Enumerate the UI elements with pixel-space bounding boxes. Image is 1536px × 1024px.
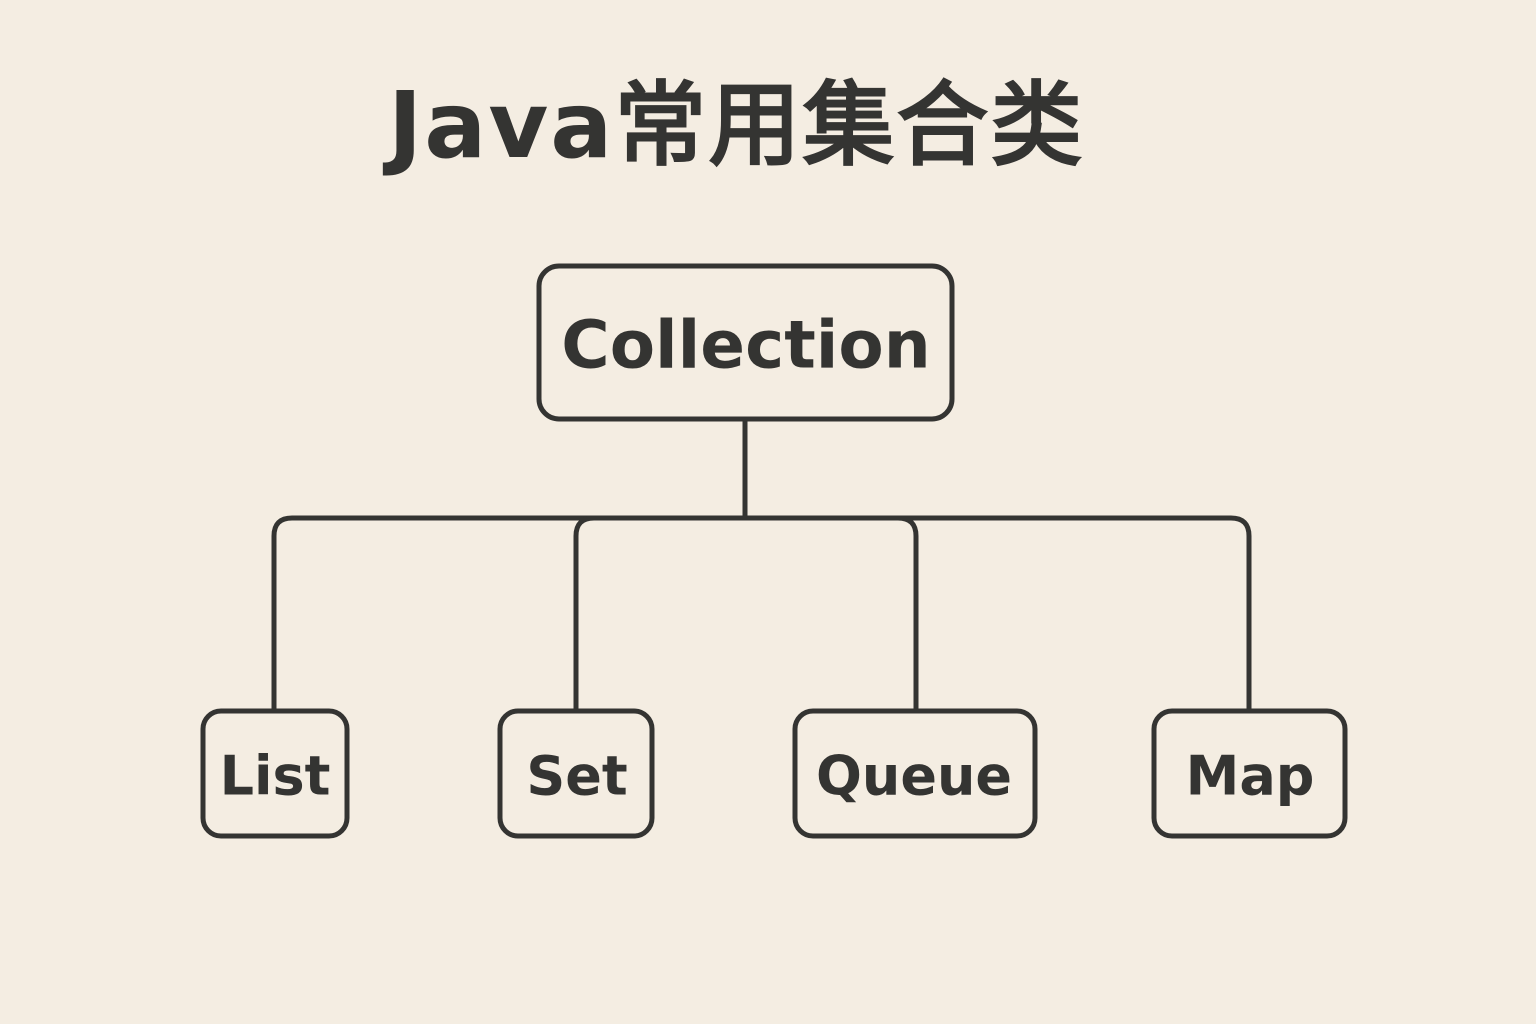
node-set: Set <box>497 708 655 839</box>
node-set-label: Set <box>526 745 627 808</box>
node-collection: Collection <box>536 263 955 422</box>
edge-map <box>742 515 1252 713</box>
edge-set <box>573 515 748 713</box>
node-list-box <box>200 708 350 839</box>
node-collection-box <box>536 263 955 422</box>
node-queue-box <box>792 708 1038 839</box>
node-list: List <box>200 708 350 839</box>
node-queue-label: Queue <box>816 745 1012 808</box>
edge-queue <box>742 515 919 713</box>
edge-list <box>271 515 748 713</box>
node-queue: Queue <box>792 708 1038 839</box>
node-collection-label: Collection <box>561 307 930 384</box>
node-map: Map <box>1151 708 1348 839</box>
diagram-title: Java常用集合类 <box>388 72 1085 179</box>
node-map-label: Map <box>1186 745 1315 808</box>
node-list-label: List <box>220 745 331 808</box>
node-set-box <box>497 708 655 839</box>
node-map-box <box>1151 708 1348 839</box>
